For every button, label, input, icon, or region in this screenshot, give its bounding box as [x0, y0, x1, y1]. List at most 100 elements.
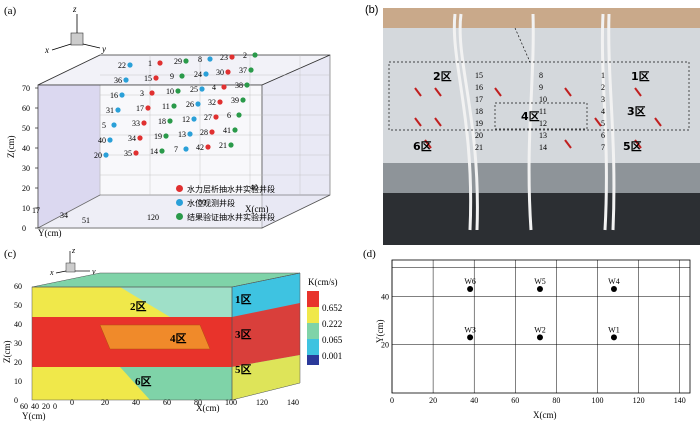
c-z-tick: 60: [14, 282, 22, 291]
zone-label: 6区: [135, 375, 152, 388]
well-label: 31: [106, 106, 114, 115]
well-number: 6: [601, 131, 605, 140]
a-z-tick: 50: [22, 124, 30, 133]
x-tick-label: 40: [470, 396, 478, 405]
tank-photo: [383, 8, 700, 245]
well-label: 10: [166, 87, 174, 96]
zone-label: 5区: [235, 363, 252, 376]
a-y-tick: 34: [60, 211, 68, 220]
legend-label: 水位观测井段: [187, 199, 235, 208]
c-y-tick: 60: [20, 402, 28, 411]
panel-c-label: (c): [4, 248, 17, 260]
well-number: 8: [539, 71, 543, 80]
colorbar: K(cm/s) 0.652 0.222 0.065 0.001: [307, 277, 343, 365]
c-x-tick: 60: [163, 398, 171, 407]
well-label: 28: [200, 128, 208, 137]
well-label: 37: [239, 66, 247, 75]
well-dot: [111, 122, 117, 128]
colorbar-title: K(cm/s): [308, 277, 338, 287]
zone-label: 4区: [521, 110, 540, 123]
well-dot: [240, 97, 246, 103]
colorbar-swatch: [307, 291, 319, 307]
well-number: 19: [475, 119, 483, 128]
zone-label: 1区: [235, 293, 252, 306]
a-z-tick: 40: [22, 144, 30, 153]
c-y-tick: 20: [42, 402, 50, 411]
well-label: 11: [162, 102, 170, 111]
well-number-column: 15 16 17 18 19 20 21: [475, 70, 483, 154]
model-box: [37, 54, 331, 229]
panel-d-label: (d): [363, 248, 376, 260]
point-label: W5: [534, 277, 546, 286]
triad-x-label: x: [49, 268, 54, 277]
well-label: 16: [110, 91, 118, 100]
well-dot: [133, 150, 139, 156]
well-label: 18: [158, 117, 166, 126]
colorbar-value: 0.652: [322, 303, 342, 313]
d-x-axis-title: X(cm): [533, 410, 557, 420]
legend-item: 水力层析抽水井实验井段: [176, 184, 275, 198]
well-label: 35: [124, 149, 132, 158]
well-number: 9: [539, 83, 543, 92]
well-dot: [209, 129, 215, 135]
well-label: 7: [174, 145, 178, 154]
well-point: [610, 334, 617, 341]
legend-label: 水力层析抽水井实验井段: [187, 185, 275, 194]
well-dot: [252, 52, 258, 58]
panel-c-figure: (c) z x y: [2, 246, 343, 421]
colorbar-swatch: [307, 307, 319, 323]
c-x-tick: 40: [132, 398, 140, 407]
zone-label: 4区: [170, 332, 187, 345]
well-label: 25: [190, 85, 198, 94]
a-z-tick: 20: [22, 184, 30, 193]
a-y-axis-title: Y(cm): [38, 228, 62, 238]
well-dot: [141, 120, 147, 126]
c-x-tick: 0: [70, 398, 74, 407]
a-z-tick: 10: [22, 204, 30, 213]
green-dot-icon: [176, 213, 183, 220]
blue-dot-icon: [176, 199, 183, 206]
well-label: 27: [204, 113, 212, 122]
well-dot: [179, 73, 185, 79]
legend-item: 结果验证抽水井实验井段: [176, 212, 275, 226]
well-label: 3: [140, 89, 144, 98]
well-label: 38: [235, 81, 243, 90]
c-z-tick: 50: [14, 301, 22, 310]
well-number: 18: [475, 107, 483, 116]
well-number: 4: [601, 107, 605, 116]
well-dot: [103, 152, 109, 158]
point-label: W6: [464, 277, 476, 286]
a-x-tick: 40: [250, 183, 258, 192]
d-y-axis-title: Y(cm): [375, 320, 385, 344]
well-label: 8: [198, 55, 202, 64]
well-number: 2: [601, 83, 605, 92]
well-dot: [123, 77, 129, 83]
well-number: 17: [475, 95, 483, 104]
well-point: [467, 334, 474, 341]
well-dot: [107, 137, 113, 143]
well-label: 39: [231, 96, 239, 105]
c-z-tick: 30: [14, 339, 22, 348]
well-number: 16: [475, 83, 483, 92]
zone-label: 6区: [413, 140, 432, 153]
a-z-tick: 0: [22, 224, 26, 233]
a-z-tick: 70: [22, 84, 30, 93]
well-label: 17: [136, 104, 144, 113]
x-tick-label: 0: [390, 396, 394, 405]
well-dot: [159, 148, 165, 154]
point-label: W2: [534, 325, 546, 334]
well-dot: [221, 84, 227, 90]
well-label: 40: [98, 136, 106, 145]
well-number: 3: [601, 95, 605, 104]
well-dot: [232, 127, 238, 133]
well-label: 9: [170, 72, 174, 81]
well-dot: [171, 103, 177, 109]
triad-y-label: y: [91, 267, 96, 276]
well-dot: [205, 144, 211, 150]
y-tick-label: 40: [381, 292, 389, 301]
